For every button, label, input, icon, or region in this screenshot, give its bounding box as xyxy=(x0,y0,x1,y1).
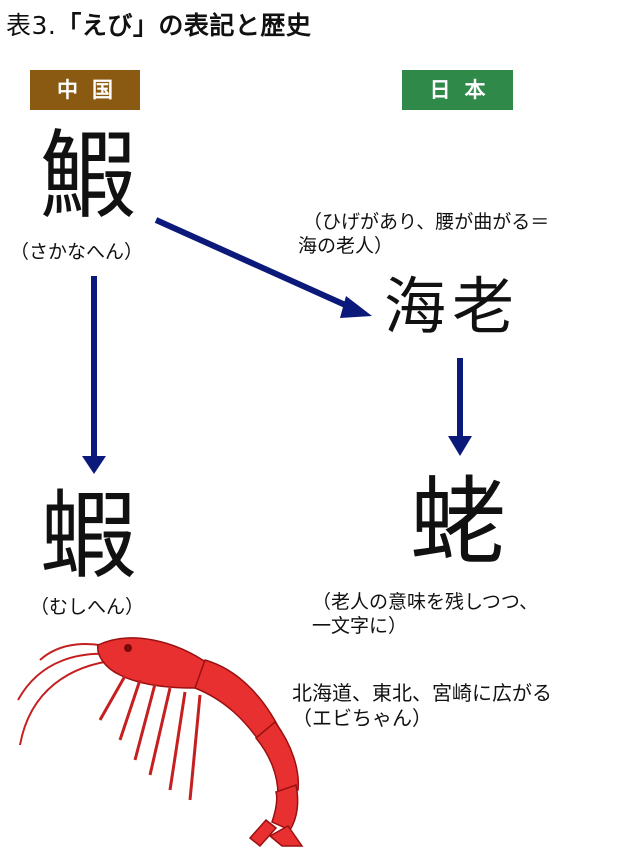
note-insect-radical: （むしへん） xyxy=(30,596,145,618)
title-main: 「えび」の表記と歴史 xyxy=(56,11,312,40)
china-column-badge: 中国 xyxy=(30,70,140,110)
kanji-ebi-single: 蛯 xyxy=(410,466,506,578)
arrow-fish-to-kairo xyxy=(154,217,354,311)
note-fish-radical: （さかなへん） xyxy=(10,241,144,263)
kanji-insect-radical: 蝦 xyxy=(40,480,136,592)
kanji-fish-radical: 鰕 xyxy=(40,120,136,232)
japan-column-badge: 日本 xyxy=(402,70,513,110)
arrowhead-fish-to-kairo xyxy=(340,296,372,318)
note-region-line1: 北海道、東北、宮崎に広がる xyxy=(292,681,552,705)
arrowhead-kairo-to-ebi xyxy=(448,436,472,456)
note-ebi-line2: 一文字に） xyxy=(312,615,408,637)
diagram-title: 表3.「えび」の表記と歴史 xyxy=(6,6,311,42)
title-prefix: 表3. xyxy=(6,11,57,40)
note-kairo-line2: 海の老人） xyxy=(298,235,394,257)
note-region-line2: （エビちゃん） xyxy=(292,706,432,730)
shrimp-illustration xyxy=(17,637,304,848)
arrowhead-fish-to-insect xyxy=(82,456,106,474)
kanji-kairo: 海老 xyxy=(384,270,521,343)
note-ebi-line1: （老人の意味を残しつつ、 xyxy=(312,591,539,613)
note-kairo-line1: （ひげがあり、腰が曲がる＝ xyxy=(303,211,550,233)
